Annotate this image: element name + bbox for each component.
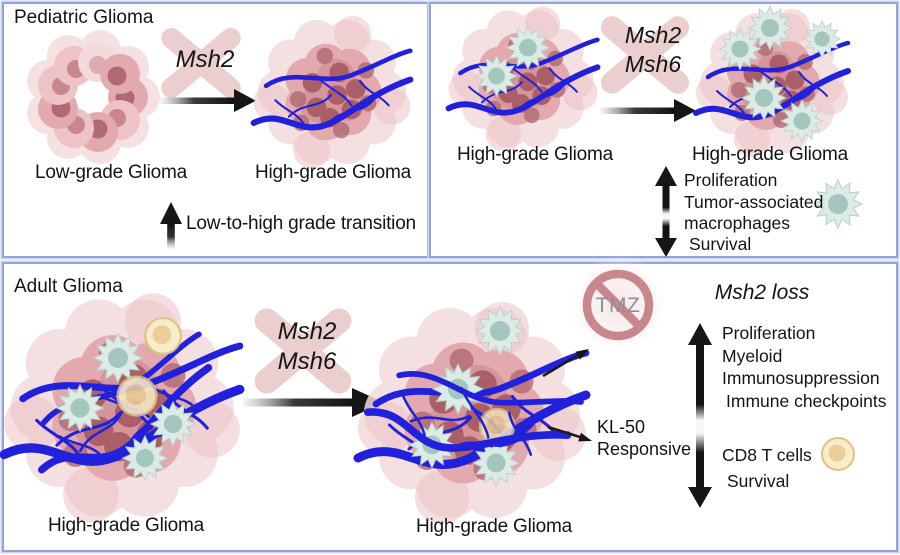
hgg-increased-list: Proliferation Tumor-associated macrophag…	[684, 170, 830, 235]
hgg-left-tumor-label: High-grade Glioma	[456, 144, 614, 165]
hgg-gene-msh2: Msh2	[624, 22, 682, 48]
tmz-label: TMZ	[595, 294, 641, 317]
adult-right-tumor-label: High-grade Glioma	[415, 516, 573, 537]
adult-increased-immune-checkpoints: Immune checkpoints	[726, 390, 887, 411]
hgg-increased-tam: Tumor-associated macrophages	[684, 191, 824, 234]
hgg-increased-proliferation: Proliferation	[684, 170, 778, 190]
hgg-gene-msh6: Msh6	[624, 51, 682, 77]
low-grade-glioma-label: Low-grade Glioma	[34, 162, 188, 183]
pediatric-panel	[2, 2, 429, 258]
adult-decreased-cd8: CD8 T cells	[722, 445, 812, 465]
adult-increased-immunosuppression: Immunosuppression	[722, 368, 880, 388]
hgg-right-tumor-label: High-grade Glioma	[691, 144, 849, 165]
adult-decreased-survival: Survival	[727, 471, 790, 491]
pediatric-gene-label: Msh2	[175, 46, 235, 73]
hgg-genes-label: Msh2 Msh6	[603, 21, 703, 79]
adult-genes-label: Msh2 Msh6	[257, 317, 357, 377]
adult-left-tumor-label: High-grade Glioma	[47, 515, 205, 536]
adult-increased-proliferation: Proliferation	[722, 323, 816, 343]
adult-increased-myeloid: Myeloid	[722, 345, 783, 366]
kl50-label: KL-50 Responsive	[597, 417, 692, 459]
msh2-loss-heading: Msh2 loss	[714, 281, 810, 304]
adult-increased-list: Proliferation Myeloid Immunosuppression …	[722, 322, 887, 412]
pediatric-panel-title: Pediatric Glioma	[14, 7, 154, 28]
adult-gene-msh2: Msh2	[277, 318, 337, 345]
pediatric-high-grade-label: High-grade Glioma	[254, 162, 412, 183]
transition-note: Low-to-high grade transition	[186, 213, 416, 234]
hgg-decreased-survival: Survival	[689, 234, 752, 254]
adult-gene-msh6: Msh6	[277, 348, 337, 375]
adult-panel-title: Adult Glioma	[14, 276, 123, 297]
